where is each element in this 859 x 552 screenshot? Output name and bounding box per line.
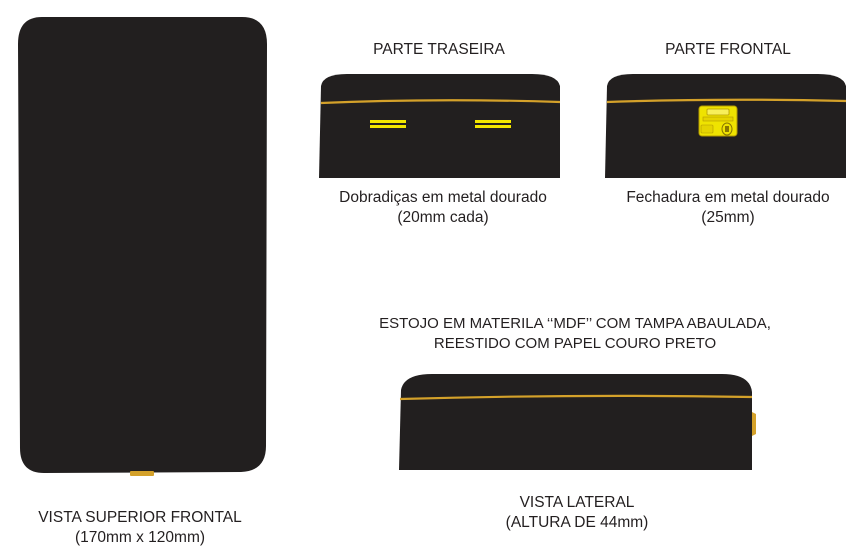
back-view-box [319,74,561,178]
back-view-hinge-left-2 [370,125,406,128]
top-view-label: VISTA SUPERIOR FRONTAL (170mm x 120mm) [0,508,280,548]
back-view-caption-line1: Dobradiças em metal dourado [339,189,547,206]
material-description-line2: REESTIDO COM PAPEL COURO PRETO [433,335,717,352]
front-view-caption-line2: (25mm) [701,209,755,226]
top-view-label-line1: VISTA SUPERIOR FRONTAL [38,509,242,526]
front-view-title: PARTE FRONTAL [608,40,848,60]
top-view-label-line2: (170mm x 120mm) [74,529,206,546]
back-view-gold-line [320,99,561,105]
back-view-caption-line2: (20mm cada) [397,209,489,226]
top-view-lock-tab [130,471,154,476]
back-view-caption: Dobradiças em metal dourado (20mm cada) [303,188,583,228]
back-view-body [319,74,560,178]
front-view-caption: Fechadura em metal dourado (25mm) [588,188,859,228]
side-view-lock-edge [752,412,756,436]
side-view-box [399,374,756,470]
top-view-box [18,17,267,476]
side-view-label: VISTA LATERAL (ALTURA DE 44mm) [437,493,717,533]
back-view-hinge-right-2 [475,125,511,128]
back-view-title: PARTE TRASEIRA [319,40,559,60]
side-view-label-line2: (ALTURA DE 44mm) [505,514,649,531]
back-view-hinge-right [475,120,511,123]
front-view-lock-icon [698,105,738,137]
front-view-caption-line1: Fechadura em metal dourado [626,189,830,206]
front-view-gold-line [606,98,847,104]
side-view-body [399,374,752,470]
back-view-hinge-left [370,120,406,123]
top-view-lid [18,17,267,473]
front-view-box [605,74,847,178]
material-description: ESTOJO EM MATERILA ‘‘MDF’’ COM TAMPA ABA… [320,314,830,354]
back-view-title-text: PARTE TRASEIRA [373,41,505,58]
side-view-label-line1: VISTA LATERAL [519,494,635,511]
front-view-title-text: PARTE FRONTAL [665,41,791,58]
side-view-gold-line [399,394,753,401]
material-description-line1: ESTOJO EM MATERILA ‘‘MDF’’ COM TAMPA ABA… [379,315,771,332]
